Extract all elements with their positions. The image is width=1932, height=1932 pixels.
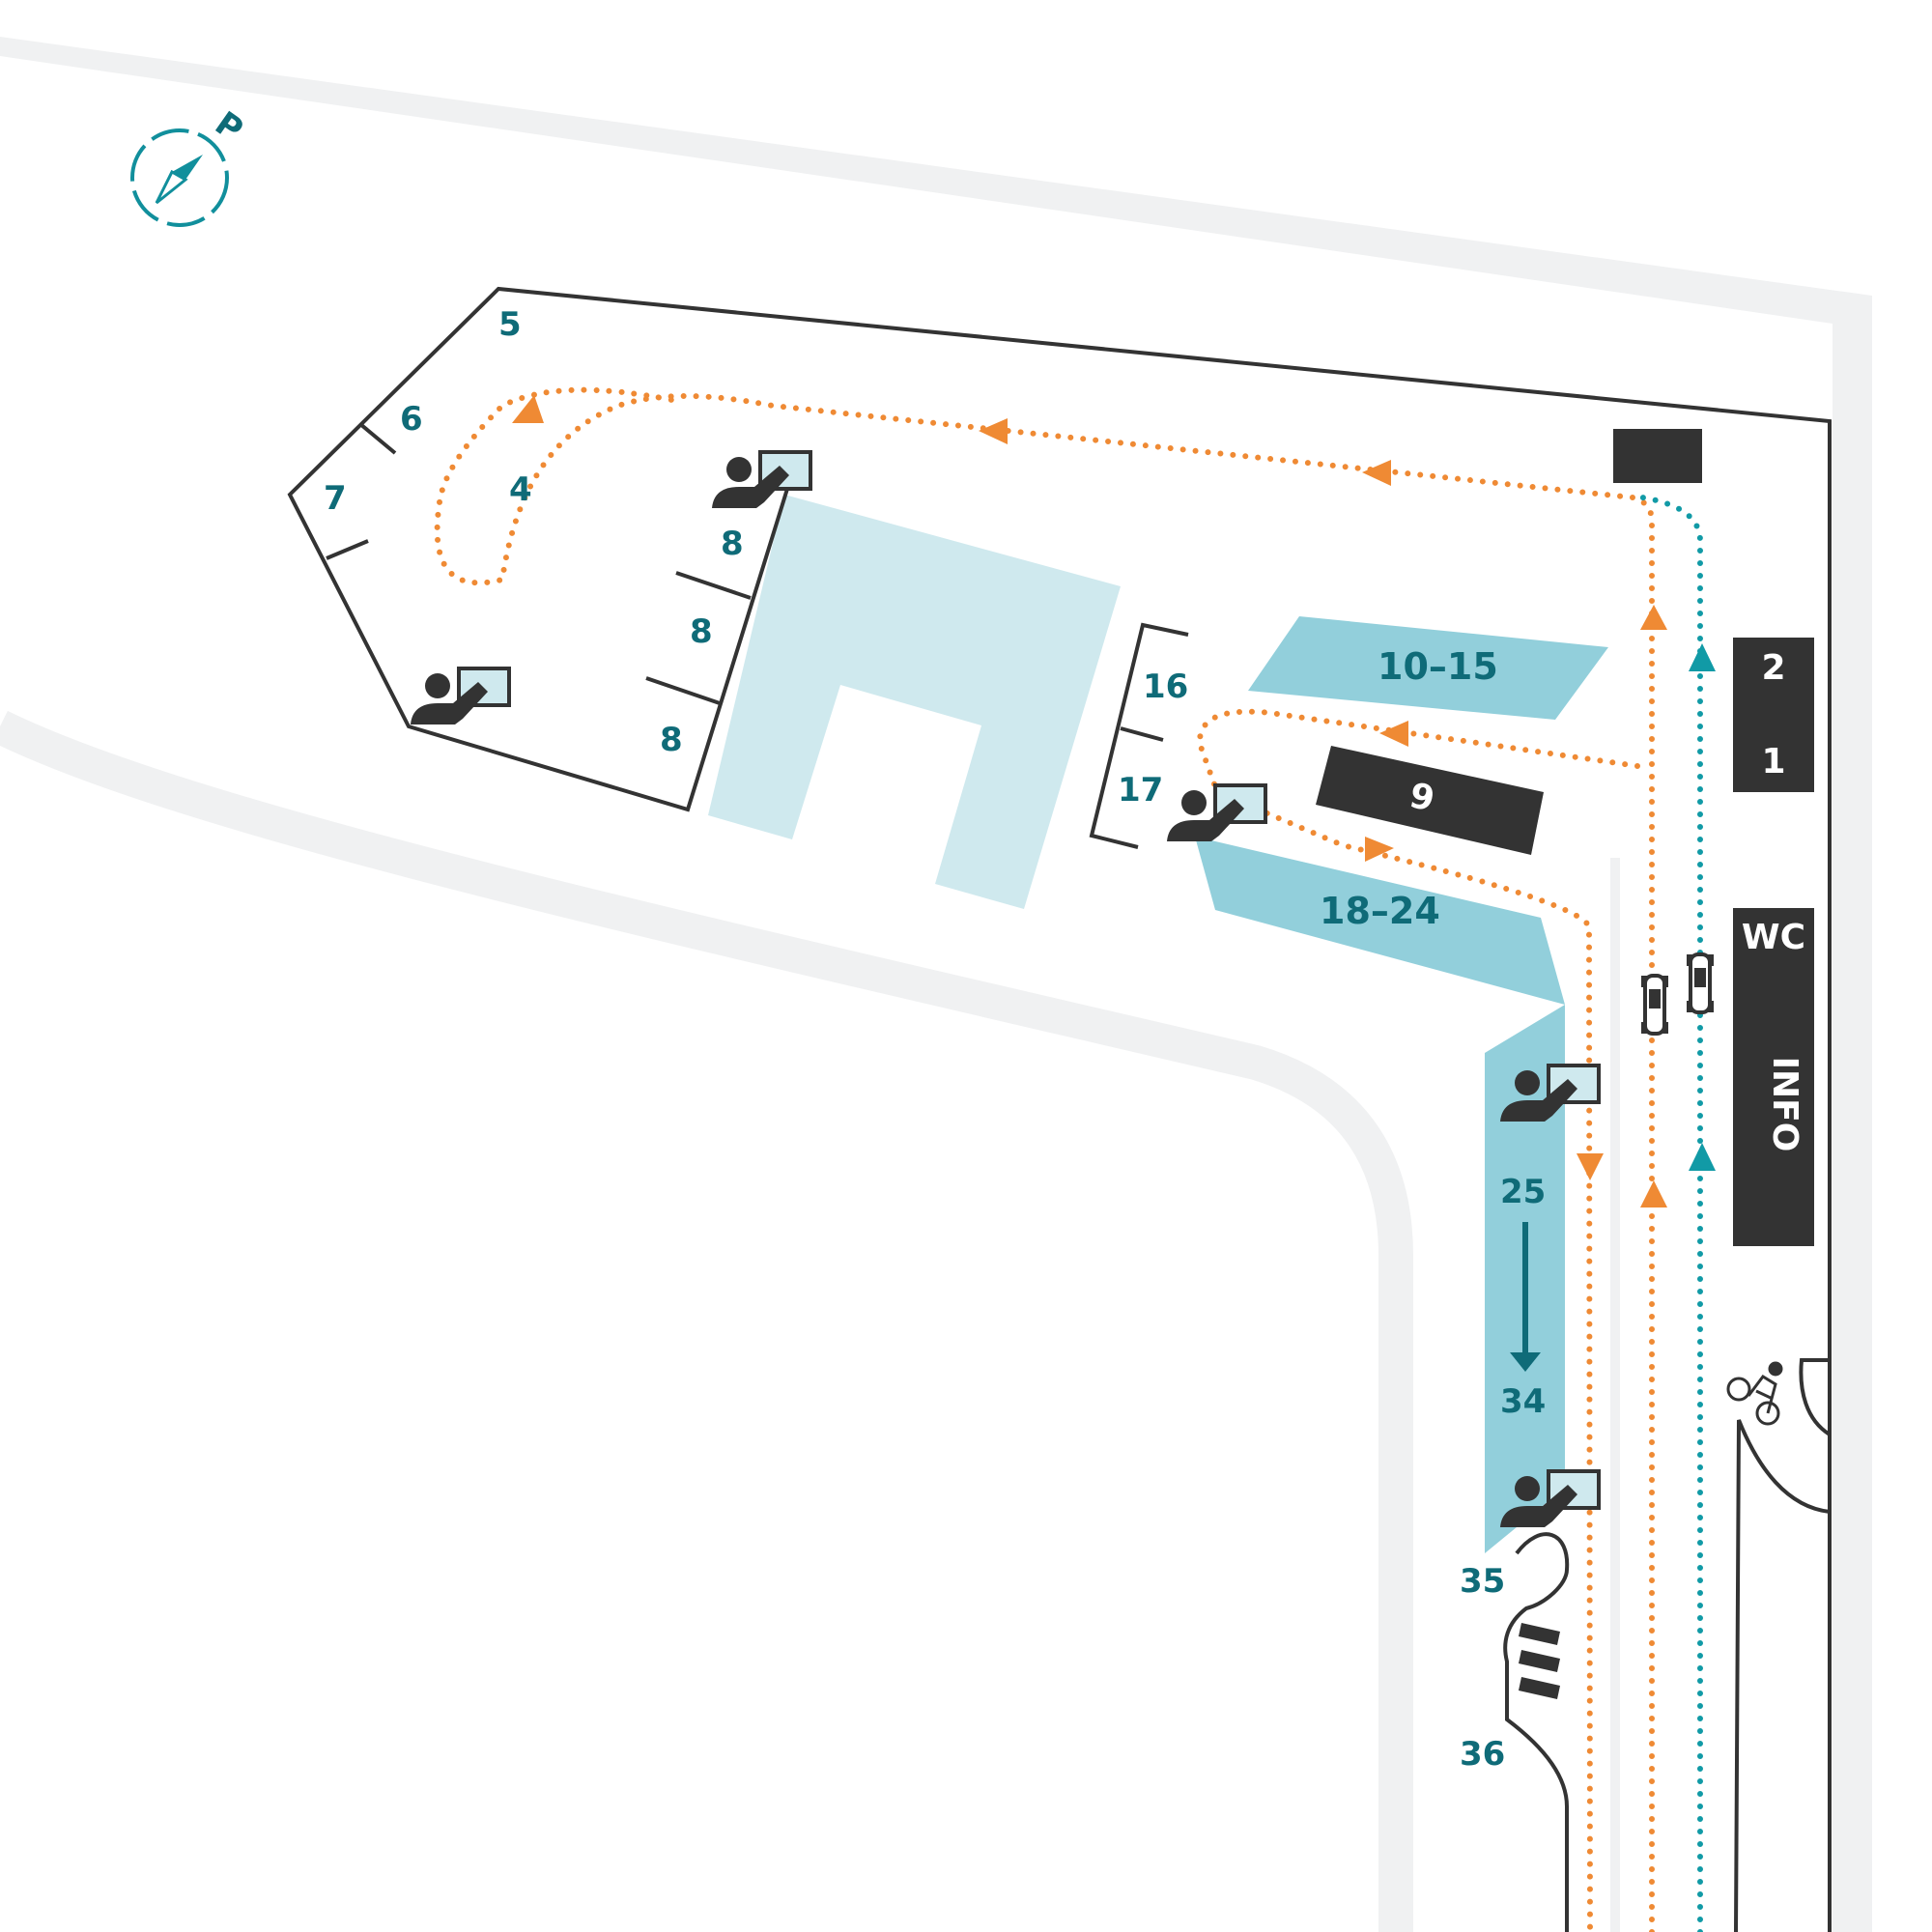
curb-right bbox=[1734, 1358, 1832, 1932]
bicycle-icon bbox=[1726, 1361, 1783, 1426]
label-36: 36 bbox=[1460, 1735, 1505, 1774]
divider-8b bbox=[645, 676, 721, 705]
car-icon-1 bbox=[1639, 974, 1670, 1036]
label-wc: WC bbox=[1742, 918, 1805, 957]
label-34: 34 bbox=[1500, 1382, 1546, 1421]
station-icon-left bbox=[409, 667, 511, 726]
bracket-16-17 bbox=[1089, 622, 1189, 849]
orange-route-main bbox=[434, 386, 1655, 1932]
label-block-2: 2 bbox=[1761, 648, 1785, 688]
dark-block-top bbox=[1613, 429, 1702, 483]
routes bbox=[434, 386, 1716, 1932]
car-icon-2 bbox=[1685, 952, 1716, 1014]
lot-outline bbox=[287, 286, 1832, 1932]
orange-arrow-upleft bbox=[512, 395, 544, 423]
block-9 bbox=[1316, 746, 1544, 855]
label-35: 35 bbox=[1460, 1562, 1505, 1601]
compass-icon bbox=[130, 128, 229, 227]
orange-arrow-right bbox=[1365, 837, 1394, 862]
outlines bbox=[287, 286, 1832, 1932]
label-4: 4 bbox=[509, 470, 532, 509]
label-16: 16 bbox=[1143, 668, 1188, 706]
label-18-24: 18–24 bbox=[1320, 890, 1440, 932]
teal-route bbox=[1639, 495, 1703, 1932]
curb-island bbox=[1503, 1532, 1570, 1932]
compass-needle-north bbox=[172, 155, 203, 180]
teal-arrow-up-2 bbox=[1689, 1143, 1716, 1171]
orange-arrow-up-2 bbox=[1640, 1180, 1667, 1208]
crosswalk bbox=[1519, 1623, 1560, 1699]
divider-16-17 bbox=[1120, 726, 1164, 742]
label-8-bottom: 8 bbox=[660, 721, 683, 759]
label-info: INFO bbox=[1765, 1057, 1804, 1152]
label-10-15: 10–15 bbox=[1378, 645, 1498, 688]
orange-arrow-up-1 bbox=[1640, 605, 1667, 630]
light-zone bbox=[708, 495, 1121, 909]
label-5: 5 bbox=[498, 305, 522, 344]
station-icon-middle bbox=[1165, 783, 1267, 843]
roads bbox=[0, 37, 1872, 1932]
orange-arrow-left-3 bbox=[1379, 721, 1408, 747]
label-6: 6 bbox=[400, 400, 423, 439]
compass: P bbox=[130, 104, 250, 227]
label-25: 25 bbox=[1500, 1173, 1546, 1211]
divider-8a bbox=[675, 571, 752, 600]
orange-arrow-left-2 bbox=[979, 418, 1008, 444]
teal-arrow-up-1 bbox=[1689, 643, 1716, 671]
label-8-top: 8 bbox=[721, 525, 744, 563]
block-1-2 bbox=[1733, 638, 1814, 792]
block-wc-info bbox=[1733, 908, 1814, 1246]
label-7: 7 bbox=[324, 479, 347, 518]
label-block-1: 1 bbox=[1761, 742, 1785, 781]
orange-arrow-left-1 bbox=[1362, 460, 1391, 486]
down-arrow-icon bbox=[1510, 1222, 1541, 1372]
label-8-middle: 8 bbox=[690, 612, 713, 651]
orange-arrow-down bbox=[1577, 1153, 1604, 1180]
zone-18-24 bbox=[1195, 837, 1565, 1005]
zone-10-15 bbox=[1248, 616, 1608, 720]
divider-6-7 bbox=[358, 422, 397, 455]
divider-7-corner bbox=[326, 539, 369, 560]
curved-road bbox=[0, 710, 1413, 1932]
label-17: 17 bbox=[1118, 771, 1163, 810]
compass-needle-south bbox=[155, 169, 188, 205]
